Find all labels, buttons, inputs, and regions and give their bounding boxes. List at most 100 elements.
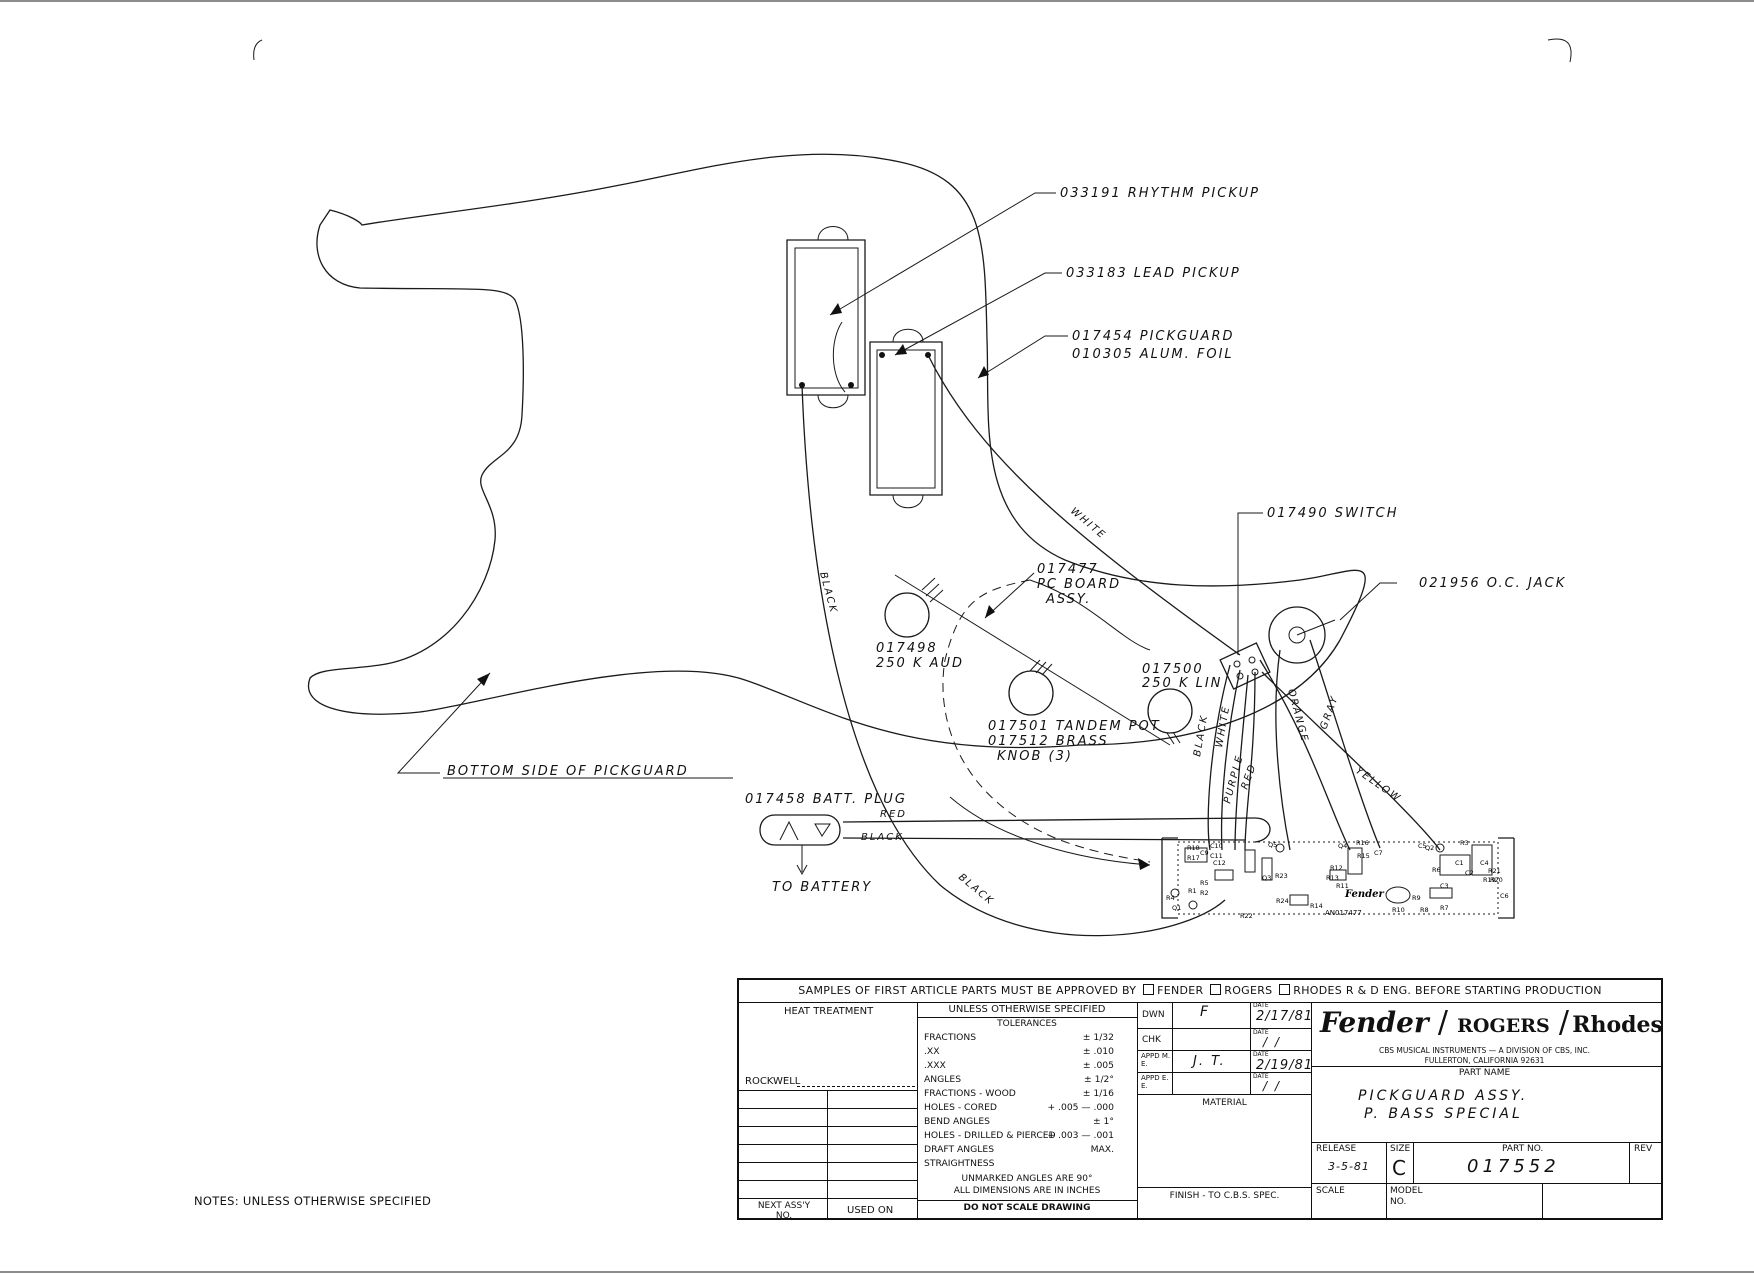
date-me-label: DATE — [1253, 1051, 1269, 1058]
release-date: 3-5-81 — [1328, 1160, 1370, 1173]
model-no-label: MODEL NO. — [1390, 1186, 1423, 1207]
date-ee: / / — [1263, 1079, 1281, 1093]
label-alum-foil: 010305 ALUM. FOIL — [1072, 347, 1234, 362]
pcb-part-number: AN017477 — [1325, 909, 1362, 917]
unmarked-angles: UNMARKED ANGLES ARE 90° — [961, 1174, 1093, 1184]
wire-label-black-switch: BLACK — [1192, 713, 1210, 757]
wires — [801, 354, 1441, 937]
component-label: R11 — [1336, 882, 1349, 890]
do-not-scale: DO NOT SCALE DRAWING — [963, 1203, 1091, 1213]
component-label: R9 — [1412, 894, 1421, 902]
tolerance-label: HOLES - CORED — [924, 1102, 997, 1113]
wire-black-rhythm — [801, 384, 1226, 937]
wire-label-white: WHITE — [1068, 506, 1108, 542]
inner-curve — [1029, 579, 1151, 651]
rogers-logo: ROGERS — [1457, 1015, 1550, 1037]
component-label: R3 — [1460, 839, 1469, 847]
part-no-label: PART NO. — [1502, 1144, 1544, 1154]
size-value: C — [1392, 1156, 1406, 1180]
date-chk-label: DATE — [1253, 1029, 1269, 1036]
label-pickguard: 017454 PICKGUARD — [1072, 329, 1235, 344]
wire-label-red: RED — [880, 809, 907, 820]
fender-logo: Fender — [1320, 1006, 1429, 1039]
approval-banner: SAMPLES OF FIRST ARTICLE PARTS MUST BE A… — [739, 980, 1661, 1003]
appd-me-label: APPD M. E. — [1141, 1052, 1171, 1068]
pickguard-outline — [307, 153, 1366, 749]
date-dwn-label: DATE — [1253, 1002, 1269, 1009]
appd-me-initials: J. T. — [1193, 1054, 1226, 1069]
component-label: R13 — [1326, 874, 1339, 882]
tolerance-value: MAX. — [1090, 1144, 1114, 1155]
battery-plug — [759, 814, 841, 876]
label-rhythm-pickup: 033191 RHYTHM PICKUP — [1060, 186, 1260, 201]
part-name-line2: P. BASS SPECIAL — [1364, 1106, 1523, 1122]
pc-board — [1161, 837, 1515, 919]
approval-rogers: ROGERS — [1224, 984, 1273, 997]
pcb-area-dashed-outline — [942, 579, 1151, 863]
label-switch: 017490 SWITCH — [1267, 506, 1399, 521]
release-label: RELEASE — [1316, 1144, 1357, 1154]
component-label: R8 — [1420, 906, 1429, 914]
date-me: 2/19/81 — [1256, 1058, 1314, 1073]
tolerance-value: + .003 — .001 — [1047, 1130, 1114, 1141]
label-jack: 021956 O.C. JACK — [1419, 576, 1566, 591]
label-pcb-name: PC BOARD — [1037, 577, 1121, 592]
appd-ee-label: APPD E. E. — [1141, 1074, 1169, 1090]
component-label: R24 — [1276, 897, 1289, 905]
rhythm-pickup — [786, 226, 866, 409]
unless-specified: UNLESS OTHERWISE SPECIFIED — [948, 1004, 1106, 1015]
component-label: Q5 — [1268, 841, 1277, 849]
component-label: R23 — [1275, 872, 1288, 880]
punch-hole-mark-right — [1547, 38, 1572, 63]
component-label: R12 — [1330, 864, 1343, 872]
tolerance-label: DRAFT ANGLES — [924, 1144, 995, 1155]
approval-fender: FENDER — [1157, 984, 1204, 997]
tolerance-value: + .005 — .000 — [1047, 1102, 1114, 1113]
switch-017490 — [1219, 642, 1271, 690]
component-label: Q2 — [1425, 844, 1434, 852]
title-block: SAMPLES OF FIRST ARTICLE PARTS MUST BE A… — [737, 978, 1663, 1221]
component-label: Q1 — [1172, 904, 1181, 912]
size-label: SIZE — [1390, 1144, 1411, 1154]
punch-hole-mark-left — [253, 39, 263, 61]
component-label: R20 — [1490, 876, 1503, 884]
component-label: C7 — [1374, 849, 1383, 857]
tolerances-title: TOLERANCES — [997, 1019, 1057, 1029]
pcb-brand-mark: Fender — [1344, 889, 1385, 900]
component-label: R14 — [1310, 902, 1323, 910]
component-label: R2 — [1200, 889, 1209, 897]
tolerance-value: ± 1° — [1092, 1116, 1114, 1127]
component-label: C9 — [1200, 849, 1209, 857]
tolerance-label: .XXX — [924, 1060, 946, 1071]
part-name-line1: PICKGUARD ASSY. — [1358, 1088, 1529, 1104]
heat-treatment-label: HEAT TREATMENT — [784, 1006, 874, 1017]
logo-row: Fender / ROGERS / Rhodes — [1320, 1005, 1663, 1040]
component-label: C4 — [1480, 859, 1489, 867]
tolerance-row: HOLES - DRILLED & PIERCED+ .003 — .001 — [924, 1130, 1114, 1141]
company-address: FULLERTON, CALIFORNIA 92631 — [1424, 1056, 1545, 1065]
tolerance-row: ANGLES± 1/2° — [924, 1074, 1114, 1085]
wire-red-battery — [842, 817, 1271, 843]
label-brass-knob: 017512 BRASS — [988, 734, 1109, 749]
label-batt-plug: 017458 BATT. PLUG — [745, 792, 907, 807]
rev-label: REV — [1634, 1144, 1653, 1154]
date-chk: / / — [1263, 1035, 1281, 1049]
component-label: R19 — [1483, 876, 1496, 884]
tolerance-row: FRACTIONS - WOOD± 1/16 — [924, 1088, 1114, 1099]
tolerance-label: STRAIGHTNESS — [924, 1158, 995, 1169]
scale-label: SCALE — [1316, 1186, 1345, 1196]
tolerance-label: FRACTIONS — [924, 1032, 977, 1043]
component-label: C3 — [1440, 882, 1449, 890]
pickup-cutout-arc — [832, 321, 846, 393]
pot-017498 — [884, 577, 944, 638]
all-dimensions: ALL DIMENSIONS ARE IN INCHES — [953, 1186, 1101, 1196]
tolerance-value: ± .005 — [1082, 1060, 1114, 1071]
approval-rhodes: RHODES R & D ENG. BEFORE STARTING PRODUC… — [1293, 984, 1602, 997]
tolerance-row: HOLES - CORED + .005 — .000 — [924, 1102, 1114, 1113]
wire-yellow — [1261, 671, 1441, 851]
tolerance-row: .XX± .010 — [924, 1046, 1114, 1057]
component-label: Q4 — [1338, 842, 1347, 850]
tolerance-row: .XXX ± .005 — [924, 1060, 1114, 1071]
